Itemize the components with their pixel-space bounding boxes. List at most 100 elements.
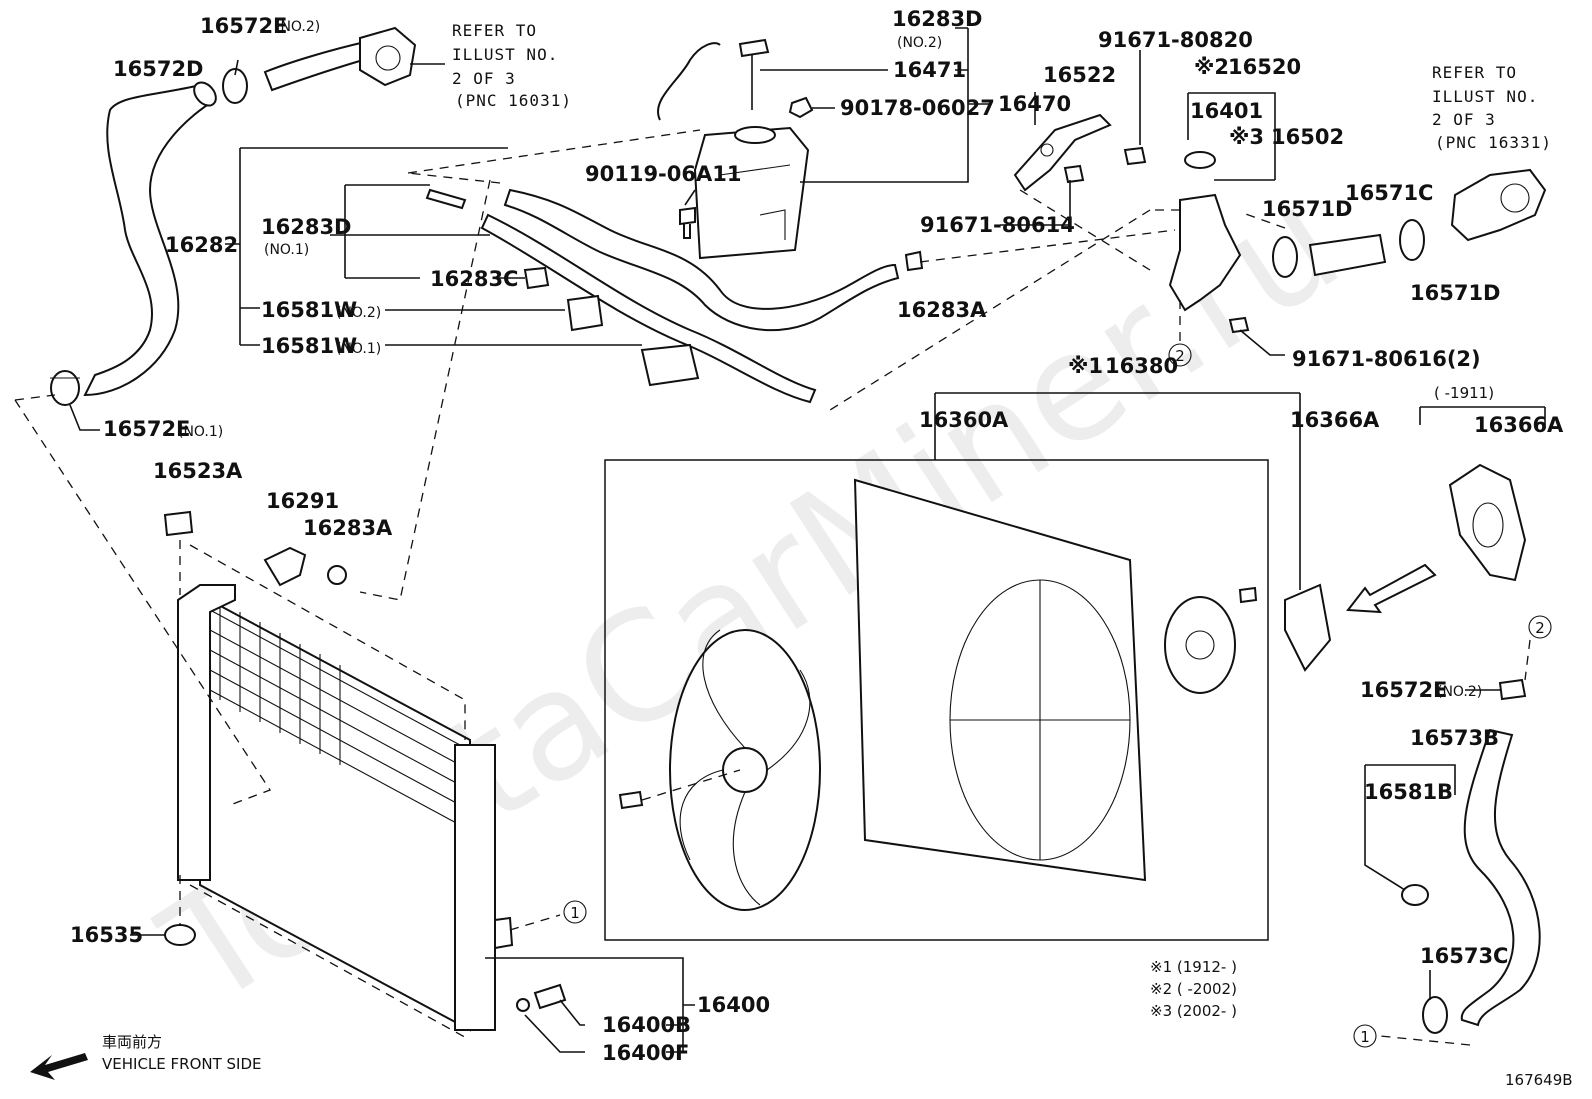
circle-marker-2 bbox=[1168, 343, 1192, 367]
water-outlet bbox=[359, 26, 417, 87]
fan-nut bbox=[618, 790, 644, 810]
part-label: 16291 bbox=[266, 489, 339, 513]
part-label: 16522 bbox=[1043, 63, 1116, 87]
part-label: 16581W bbox=[261, 298, 357, 322]
part-label-sub: (NO.2) bbox=[336, 305, 381, 321]
water-inlet-16502 bbox=[1168, 193, 1242, 312]
part-label-sub: (NO.2) bbox=[1437, 684, 1482, 700]
hose-clamp-16572E-no1 bbox=[50, 370, 80, 406]
reservoir-tank bbox=[693, 126, 810, 260]
part-label: 16571D bbox=[1262, 197, 1353, 221]
part-label: 16366A bbox=[1474, 413, 1564, 437]
part-label: 16282 bbox=[165, 233, 238, 257]
refer-note: REFER TO bbox=[452, 21, 537, 40]
fan-motor bbox=[1164, 596, 1236, 694]
clamp-16572E-no2-right bbox=[1498, 678, 1527, 701]
circle-marker-1-text: 1 bbox=[570, 904, 580, 922]
clamp-16571D-right bbox=[1399, 219, 1425, 261]
bolt-90119 bbox=[679, 206, 696, 239]
part-label: 16520 bbox=[1228, 55, 1301, 79]
clamp-16283A-top bbox=[904, 250, 924, 272]
part-label: 16400 bbox=[697, 993, 770, 1017]
drain-cock-16400B bbox=[533, 983, 567, 1010]
part-label: 16581W bbox=[261, 334, 357, 358]
refer-note: ILLUST NO. bbox=[452, 45, 558, 64]
hose-end-top bbox=[193, 81, 217, 107]
part-label: 91671-80820 bbox=[1098, 28, 1253, 52]
part-label: 16572E bbox=[1360, 678, 1447, 702]
part-label: 16283D bbox=[892, 7, 983, 31]
refer-note: 2 OF 3 bbox=[452, 69, 516, 88]
part-label-sub: (NO.1) bbox=[264, 242, 309, 258]
part-label: 16572D bbox=[113, 57, 204, 81]
part-label: 16573B bbox=[1410, 726, 1499, 750]
bolt-91671-80820 bbox=[1123, 146, 1147, 166]
reservoir-hose bbox=[503, 188, 900, 332]
circle-marker-1 bbox=[563, 900, 587, 924]
hose-16571C bbox=[1308, 233, 1387, 277]
part-label-sub: (NO.2) bbox=[897, 35, 942, 51]
circle-marker-1b-text: 1 bbox=[1360, 1028, 1370, 1046]
clip-16283C bbox=[523, 266, 550, 290]
circle-marker-2b bbox=[1528, 615, 1552, 639]
refer-note: 2 OF 3 bbox=[1432, 110, 1496, 129]
part-label-mark: ※2 bbox=[1194, 55, 1229, 79]
part-label: 16401 bbox=[1190, 99, 1263, 123]
bolt-91671-80614 bbox=[1063, 164, 1085, 184]
note-line: ※1 (1912- ) bbox=[1150, 958, 1237, 976]
drain-plug-16291 bbox=[263, 546, 307, 587]
part-label: 16366A bbox=[1290, 408, 1380, 432]
fan-shroud bbox=[853, 478, 1147, 882]
part-label: 90178-06027 bbox=[840, 96, 995, 120]
part-label: 16535 bbox=[70, 923, 143, 947]
part-label: 16502 bbox=[1271, 125, 1344, 149]
seal-16366A-right bbox=[1448, 463, 1527, 582]
o-ring-16400F bbox=[516, 998, 530, 1012]
part-label-mark: ※3 bbox=[1229, 125, 1264, 149]
part-label: 16380 bbox=[1105, 354, 1178, 378]
radiator-right-tank bbox=[454, 744, 496, 1031]
fan-hub bbox=[722, 747, 768, 793]
bolt-91671-80616 bbox=[1228, 316, 1250, 334]
part-label: 16523A bbox=[153, 459, 243, 483]
nut-90178 bbox=[788, 96, 814, 119]
overflow-hose bbox=[657, 42, 721, 121]
bracket-16522 bbox=[1013, 113, 1112, 192]
part-label: 16400B bbox=[602, 1013, 691, 1037]
part-label: 16581B bbox=[1364, 780, 1453, 804]
part-label: 16283D bbox=[261, 215, 352, 239]
seal-16366A bbox=[1284, 583, 1332, 672]
part-label-sub: (NO.1) bbox=[178, 424, 223, 440]
lower-pipe bbox=[494, 916, 514, 950]
dashed-lines bbox=[14, 129, 1531, 1046]
note-line: ※2 ( -2002) bbox=[1150, 980, 1237, 998]
part-label: 16572E bbox=[103, 417, 190, 441]
pin-16283C bbox=[425, 188, 467, 210]
refer-note: (PNC 16031) bbox=[455, 91, 572, 110]
clamp-16283A-left bbox=[327, 565, 347, 585]
part-label-sub: (NO.2) bbox=[275, 19, 320, 35]
diagram-code: 167649B bbox=[1505, 1071, 1573, 1089]
clamp-16571D-left bbox=[1272, 236, 1298, 278]
part-label: 16283C bbox=[430, 267, 518, 291]
thermostat-housing bbox=[1450, 168, 1547, 242]
part-label: 16283A bbox=[303, 516, 393, 540]
part-label-range: ( -1911) bbox=[1434, 384, 1494, 402]
bracket-16471 bbox=[738, 38, 770, 58]
part-label: 16572E bbox=[200, 14, 287, 38]
front-side-label-en: VEHICLE FRONT SIDE bbox=[102, 1055, 262, 1073]
part-label: 16470 bbox=[998, 92, 1071, 116]
radiator-hose-upper bbox=[83, 83, 217, 397]
clamp-16581B bbox=[1401, 884, 1429, 906]
direction-arrow bbox=[1346, 563, 1437, 614]
note-line: ※3 (2002- ) bbox=[1150, 1002, 1237, 1020]
circle-marker-2-text: 2 bbox=[1175, 347, 1185, 365]
part-label: 16571C bbox=[1345, 181, 1433, 205]
part-label: 91671-80614 bbox=[920, 213, 1075, 237]
part-label-sub: (NO.1) bbox=[336, 341, 381, 357]
circle-marker-1b bbox=[1353, 1024, 1377, 1048]
radiator-cap-16401 bbox=[1184, 151, 1216, 169]
part-label-mark: ※1 bbox=[1068, 354, 1103, 378]
